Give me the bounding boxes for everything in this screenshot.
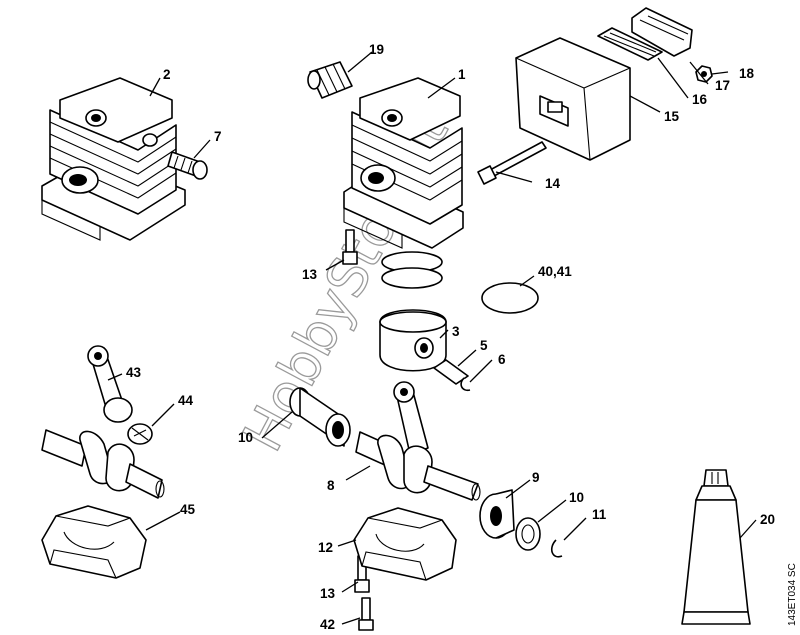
callout-16: 16	[692, 92, 708, 107]
callout-11: 11	[592, 507, 607, 522]
piston-pin	[433, 359, 469, 385]
callout-6: 6	[498, 352, 506, 367]
needle-cage	[127, 423, 153, 445]
callout-14: 14	[545, 176, 561, 191]
ball-bearing	[479, 489, 515, 539]
decompression-valve	[167, 151, 208, 180]
callout-2: 2	[163, 67, 171, 82]
connecting-rod	[87, 345, 133, 423]
callout-9: 9	[532, 470, 540, 485]
callout-44: 44	[178, 393, 194, 408]
grease-tube	[681, 469, 751, 625]
crankshaft-assembly	[355, 381, 481, 501]
retaining-clip	[550, 539, 563, 558]
callout-15: 15	[664, 109, 680, 124]
callout-1: 1	[458, 67, 466, 82]
callout-3: 3	[452, 324, 460, 339]
pin-circlip	[460, 377, 471, 392]
spark-plug	[307, 61, 353, 99]
crankshaft-left	[41, 429, 165, 499]
oil-seal	[515, 517, 541, 551]
callout-10-left: 10	[238, 430, 253, 445]
callout-5: 5	[480, 338, 488, 353]
piston	[379, 309, 447, 372]
muffler-screw	[477, 141, 547, 185]
screw-upper	[342, 229, 358, 265]
callout-13-lower: 13	[320, 586, 336, 601]
drawing-code: 143ET034 SC	[787, 563, 798, 626]
piston-rings	[381, 251, 443, 289]
spark-arrestor-screen	[597, 27, 663, 61]
callout-12: 12	[318, 540, 333, 555]
crankcase-center	[353, 507, 457, 581]
cylinder-left	[41, 77, 186, 241]
leader-lines	[107, 51, 757, 625]
muffler-cover	[631, 7, 693, 57]
screw-lower-42	[358, 597, 374, 631]
needle-bearing-left	[289, 387, 351, 447]
muffler	[515, 37, 631, 161]
callout-8: 8	[327, 478, 335, 493]
callout-40-41: 40,41	[538, 264, 572, 279]
callout-45: 45	[180, 502, 196, 517]
callout-17: 17	[715, 78, 730, 93]
callout-19: 19	[369, 42, 384, 57]
callout-43: 43	[126, 365, 142, 380]
callout-13-upper: 13	[302, 267, 318, 282]
piston-ring-40-41	[481, 282, 539, 314]
callout-7: 7	[214, 129, 222, 144]
callout-20: 20	[760, 512, 775, 527]
muffler-nut	[695, 65, 713, 83]
callout-42: 42	[320, 617, 335, 632]
callout-18: 18	[739, 66, 755, 81]
crankcase-left	[41, 505, 147, 579]
callout-10-right: 10	[569, 490, 584, 505]
